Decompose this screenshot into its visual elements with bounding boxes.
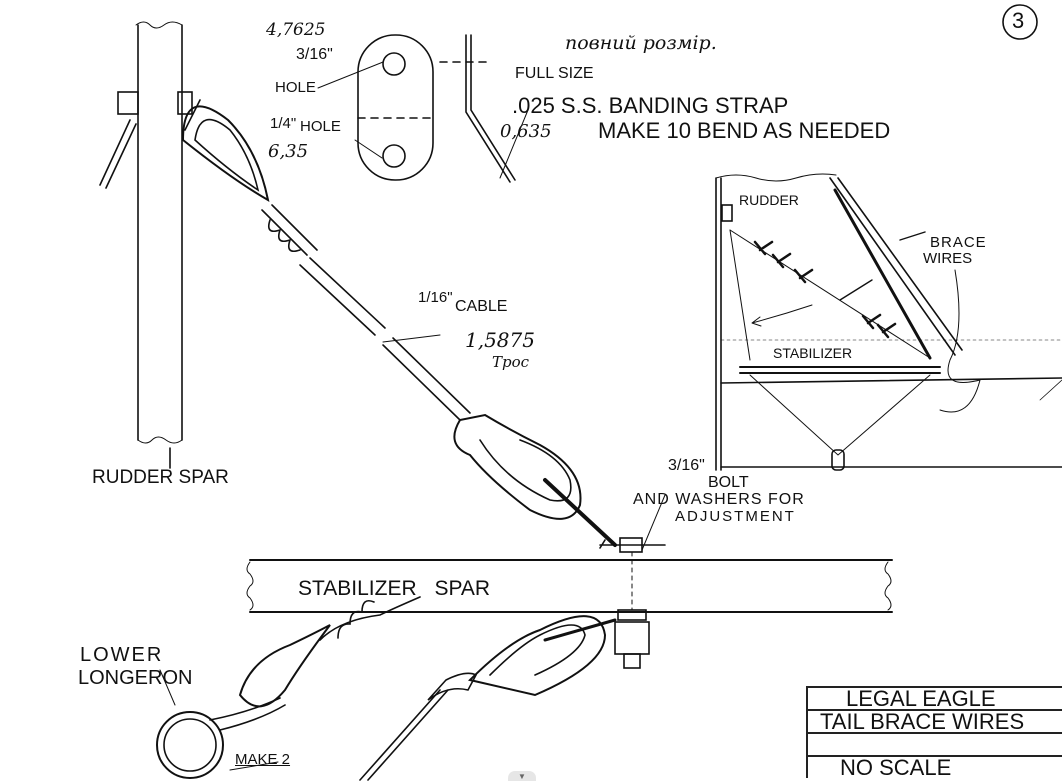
sheet-number: 3: [1012, 8, 1025, 33]
cable-size: 1/16": [418, 289, 453, 306]
cable-label: CABLE: [455, 298, 508, 315]
hole-top-size: 3/16": [296, 46, 333, 63]
hole-bottom-mm: 6,35: [268, 141, 309, 162]
bolt-size: 3/16": [668, 457, 705, 474]
strap-instruction: MAKE 10 BEND AS NEEDED: [598, 118, 891, 143]
hole-bottom-label: 1/4": [270, 115, 297, 132]
rudder-spar: [99, 21, 201, 469]
strap-spec: .025 S.S. BANDING STRAP: [512, 93, 789, 118]
lower-longeron-label-1: LOWER: [80, 644, 164, 666]
strap-thickness-mm: 0,635: [500, 121, 552, 142]
inset-brace-label-2: WIRES: [923, 250, 973, 267]
lower-longeron-label-2: LONGERON: [78, 667, 193, 689]
rudder-spar-label: RUDDER SPAR: [92, 467, 229, 488]
bolt-line3: ADJUSTMENT: [675, 508, 796, 525]
inset-stabilizer-label: STABILIZER: [773, 345, 853, 361]
title-blank-row: [808, 734, 1062, 757]
cable-handwritten-label: Трос: [492, 353, 530, 371]
chevron-down-icon: ▼: [518, 772, 526, 781]
make-2-label: MAKE 2: [235, 751, 291, 768]
lower-cable: [156, 596, 617, 781]
inset-tail-view: [715, 173, 1062, 471]
hole-top-mm: 4,7625: [266, 20, 326, 40]
inset-brace-label-1: BRACE: [930, 234, 987, 251]
scroll-down-button[interactable]: ▼: [508, 771, 536, 781]
cable-size-mm: 1,5875: [465, 328, 535, 352]
sheet-number-circle: [1002, 4, 1038, 40]
inset-rudder-label: RUDDER: [739, 192, 799, 208]
title-project: LEGAL EAGLE: [808, 688, 1062, 711]
strap-plate: [317, 34, 529, 183]
full-size-handwritten: повний розмір.: [565, 32, 717, 54]
hole-top-label: HOLE: [275, 79, 316, 96]
upper-cable: [181, 105, 617, 547]
title-drawing: TAIL BRACE WIRES: [808, 711, 1062, 734]
stabilizer-spar-label: STABILIZER SPAR: [298, 577, 491, 600]
hole-bottom-label-text: HOLE: [300, 118, 341, 135]
title-block: LEGAL EAGLE TAIL BRACE WIRES NO SCALE: [806, 686, 1062, 778]
bolt-line1: BOLT: [708, 474, 749, 491]
title-scale: NO SCALE: [840, 757, 952, 778]
bolt-line2: AND WASHERS FOR: [633, 491, 805, 508]
full-size-label: FULL SIZE: [515, 65, 594, 82]
bolt: [599, 537, 666, 669]
